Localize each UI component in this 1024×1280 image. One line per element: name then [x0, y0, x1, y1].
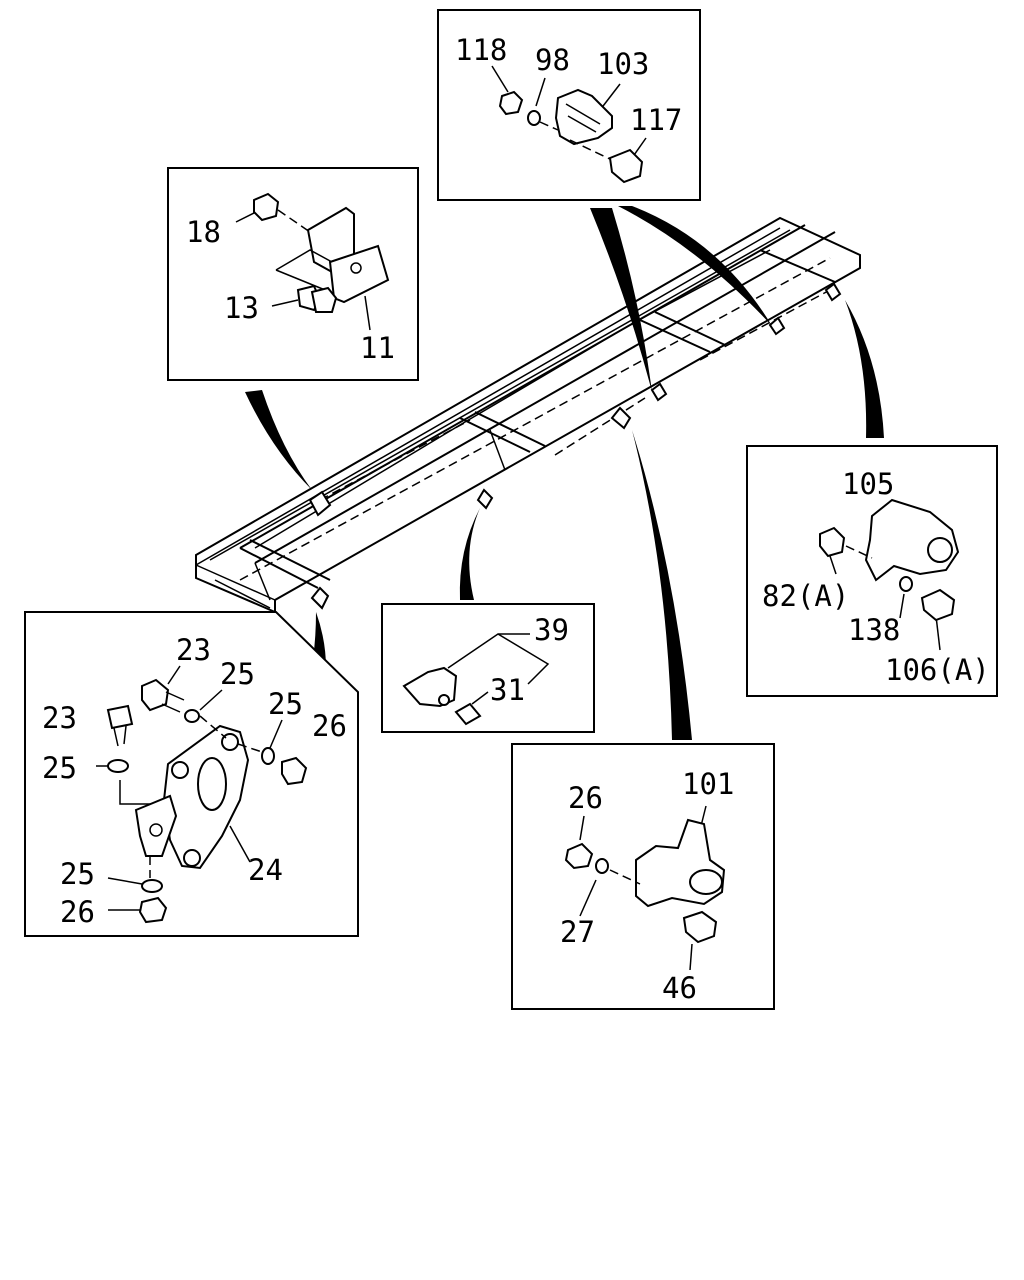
callout-106a: 106(A) [885, 653, 990, 687]
callout-117: 117 [630, 103, 682, 137]
callout-18: 18 [186, 215, 221, 249]
washer-icon [141, 879, 163, 893]
bolt-icon [141, 678, 170, 712]
leader-wedges [245, 206, 884, 740]
bolt-icon [106, 704, 134, 730]
callout-26-b: 26 [60, 895, 95, 929]
callout-23-a: 23 [176, 633, 211, 667]
callout-25-b: 25 [268, 687, 303, 721]
callout-23-b: 23 [42, 701, 77, 735]
detail-box-center: 39 31 [381, 603, 595, 733]
detail-box-bottom-right: 26 101 27 46 [511, 743, 775, 1010]
nut-icon [281, 756, 308, 786]
callout-118: 118 [455, 33, 507, 67]
callout-25-a: 25 [220, 657, 255, 691]
callout-11: 11 [360, 331, 395, 365]
detail-box-right: 105 82(A) 138 106(A) [746, 445, 998, 697]
callout-26-a: 26 [312, 709, 347, 743]
washer-icon [899, 576, 913, 592]
detail-box-top-center: 118 98 103 117 [437, 9, 701, 201]
washer-icon [527, 110, 541, 126]
washer-icon [107, 759, 129, 773]
detail-box-upper-left: 18 13 11 [167, 167, 419, 381]
callout-39: 39 [534, 613, 569, 647]
callout-27: 27 [560, 915, 595, 949]
callout-103: 103 [597, 47, 649, 81]
callout-82a: 82(A) [762, 579, 849, 613]
callout-26-c: 26 [568, 781, 603, 815]
bracket-icon [554, 88, 613, 146]
callout-101: 101 [682, 767, 734, 801]
callout-13: 13 [224, 291, 259, 325]
bolt-icon [608, 148, 644, 184]
detail-box-lower-left: 23 25 25 26 23 25 25 26 24 [24, 611, 359, 937]
nut-icon [498, 90, 524, 116]
washer-icon [595, 858, 609, 874]
chassis-frame [195, 216, 861, 614]
washer-icon [184, 709, 200, 723]
callout-31: 31 [490, 673, 525, 707]
washer-icon [261, 747, 275, 765]
nut-icon [253, 192, 280, 222]
callout-138: 138 [848, 613, 900, 647]
callout-24: 24 [248, 853, 283, 887]
nut-icon [138, 896, 168, 924]
plate-icon [328, 244, 390, 304]
bolt-icon [682, 910, 718, 944]
callout-25-c: 25 [42, 751, 77, 785]
callout-25-d: 25 [60, 857, 95, 891]
callout-46: 46 [662, 971, 697, 1005]
nut-icon [819, 526, 846, 558]
nut-icon [564, 842, 594, 870]
bolt-icon [920, 588, 956, 622]
callout-105: 105 [842, 467, 894, 501]
callout-98: 98 [535, 43, 570, 77]
pin-icon [454, 702, 482, 726]
